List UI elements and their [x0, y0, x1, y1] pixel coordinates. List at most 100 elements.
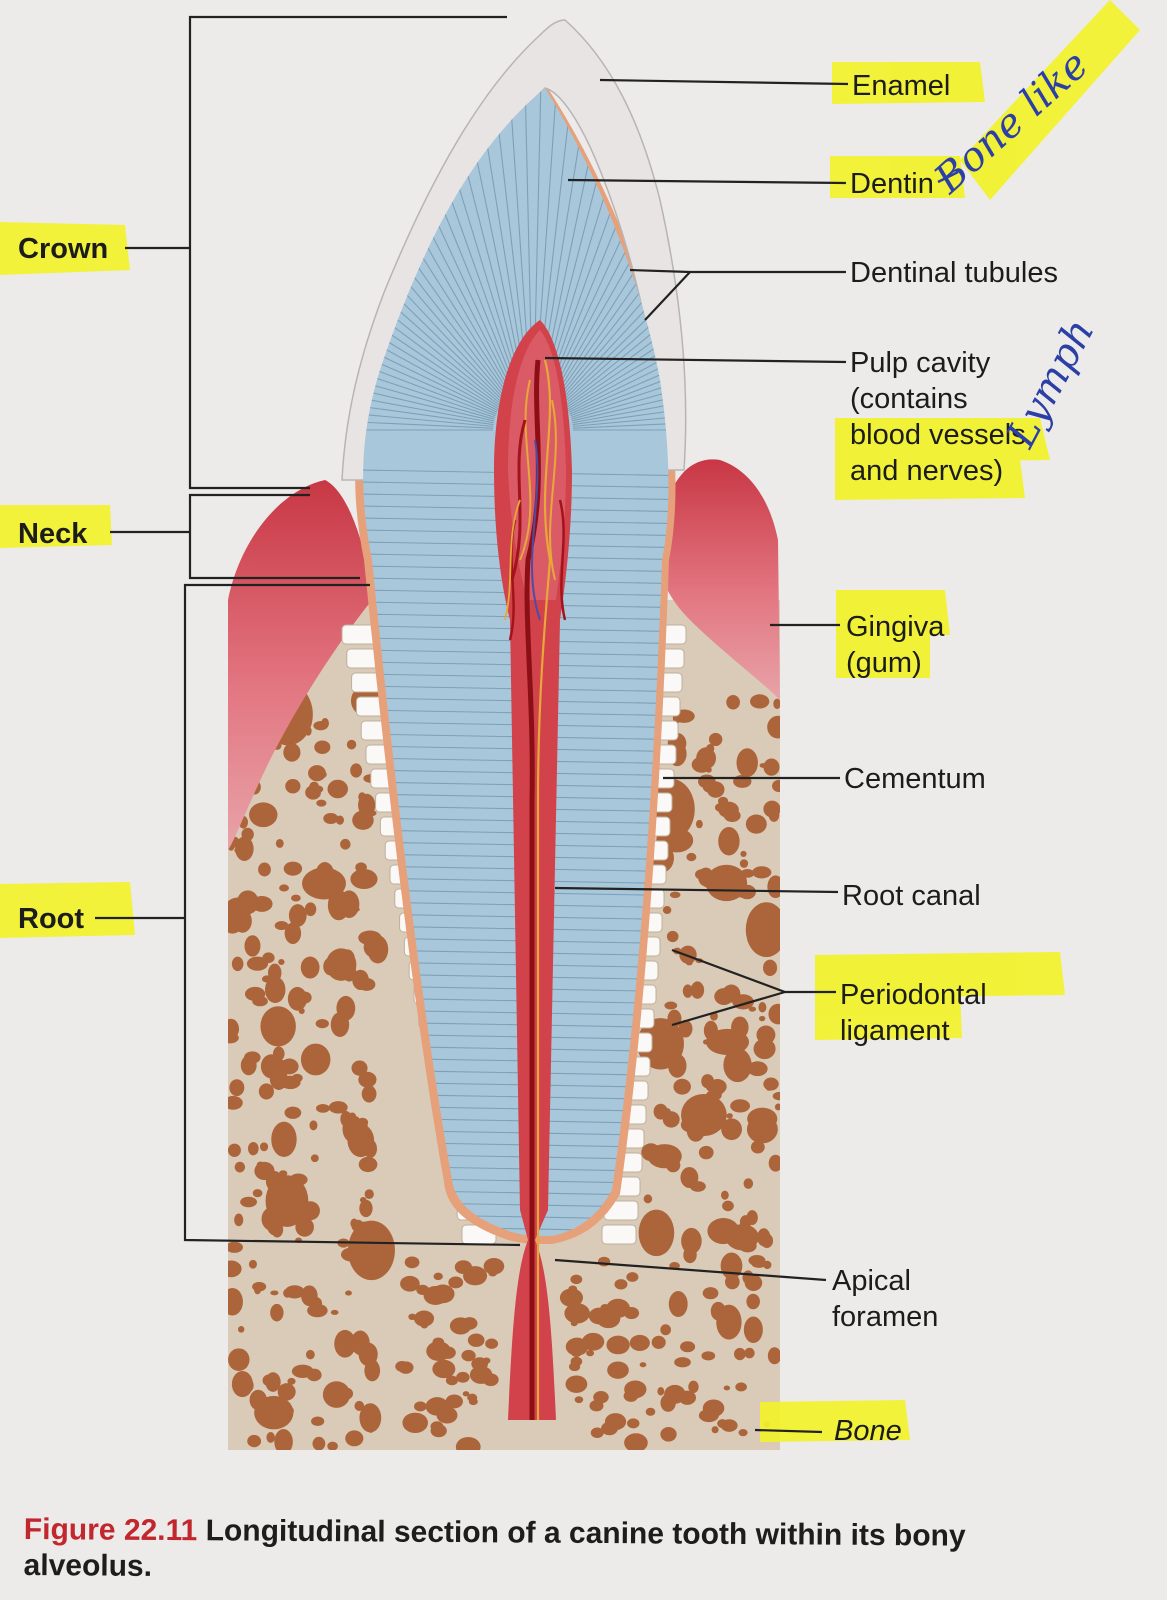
handwritten-lymph: Lymph — [998, 311, 1104, 455]
bone-trabecula — [686, 852, 697, 862]
bone-trabecula — [228, 1260, 242, 1278]
bone-trabecula — [288, 904, 307, 927]
bone-trabecula — [662, 1111, 680, 1128]
bone-trabecula — [681, 1227, 702, 1255]
bone-trabecula — [668, 1291, 688, 1317]
bone-trabecula — [747, 1107, 778, 1130]
bone-trabecula — [335, 815, 344, 825]
bone-trabecula — [445, 1375, 459, 1386]
bone-trabecula — [725, 1274, 740, 1290]
bone-trabecula — [363, 1139, 378, 1158]
bone-trabecula — [739, 859, 749, 868]
bone-trabecula — [760, 868, 770, 876]
bone-trabecula — [657, 1387, 665, 1396]
bone-trabecula — [624, 1433, 648, 1450]
bone-trabecula — [348, 1112, 356, 1120]
bone-trabecula — [309, 1120, 318, 1131]
bone-trabecula — [749, 694, 770, 709]
bone-trabecula — [272, 1046, 285, 1061]
bone-trabecula — [738, 889, 746, 898]
bone-trabecula — [762, 959, 778, 977]
bone-trabecula — [274, 921, 289, 931]
structure-labels: Enamel Dentin Dentinal tubules Pulp cavi… — [18, 70, 1058, 1447]
bone-trabecula — [651, 1335, 666, 1349]
bone-trabecula — [763, 758, 780, 776]
blood-vessels-and-nerves — [504, 359, 567, 1420]
bone-trabecula — [228, 1018, 240, 1040]
bone-trabecula — [358, 1156, 378, 1173]
bone-trabecula — [278, 1170, 288, 1177]
label-gingiva: Gingiva — [846, 611, 945, 643]
bone-trabecula — [234, 1161, 246, 1173]
bone-trabecula — [436, 1406, 458, 1424]
bone-trabecula — [430, 1421, 444, 1432]
bone-trabecula — [673, 1078, 691, 1095]
bone-trabecula — [593, 1391, 609, 1404]
bone-trabecula — [357, 977, 376, 991]
bone-trabecula — [682, 984, 693, 998]
bone-trabecula — [228, 1241, 243, 1253]
bone-trabecula — [306, 1368, 322, 1382]
bone-trabecula — [252, 1189, 263, 1198]
bone-trabecula — [772, 1091, 780, 1101]
bone-trabecula — [291, 894, 301, 902]
label-pulp-cavity-2: (contains — [850, 383, 968, 415]
bone-trabecula — [720, 1419, 738, 1432]
bone-trabecula — [338, 890, 360, 919]
bone-trabecula — [283, 743, 301, 762]
bone-trabecula — [295, 1217, 314, 1237]
bone-trabecula — [638, 1209, 675, 1257]
bone-trabecula — [304, 902, 317, 917]
bone-trabecula — [747, 1061, 768, 1077]
bone-trabecula — [702, 1399, 725, 1417]
bone-trabecula — [414, 1401, 427, 1412]
bone-trabecula — [772, 779, 780, 793]
bone-trabecula — [645, 1407, 656, 1416]
bone-trabecula — [270, 1303, 284, 1322]
bone-trabecula — [482, 1373, 499, 1387]
bone-trabecula — [607, 1361, 629, 1379]
bone-trabecula — [277, 1383, 296, 1401]
bone-trabecula — [228, 1095, 243, 1110]
bone-trabecula — [364, 1189, 374, 1200]
bone-trabecula — [291, 1073, 303, 1083]
dentinal-tubule — [363, 294, 496, 417]
dentinal-tubule — [363, 394, 494, 427]
bone-trabecula — [748, 1006, 757, 1012]
bone-trabecula — [662, 906, 672, 915]
bone-trabecula — [677, 804, 684, 811]
dentinal-tubule — [572, 412, 669, 429]
label-apical: Apical — [832, 1265, 911, 1297]
bone-trabecula — [351, 1060, 368, 1076]
label-pulp-cavity-1: Pulp cavity — [850, 347, 991, 379]
dentinal-tubule — [563, 189, 669, 406]
dentinal-tubule — [571, 343, 669, 422]
bone-trabecula — [293, 1109, 300, 1116]
bone-trabecula — [728, 881, 738, 889]
bone-trabecula — [402, 1412, 428, 1434]
bone-trabecula — [742, 1270, 754, 1285]
bone-trabecula — [244, 986, 266, 1002]
highlighter-marks — [0, 0, 1140, 1442]
bone-trabecula — [767, 875, 780, 899]
dentinal-tubule — [363, 343, 495, 422]
bone-trabecula — [261, 1207, 283, 1231]
dentinal-tubule — [571, 326, 669, 420]
bone-trabecula — [606, 1298, 630, 1318]
bone-trabecula — [705, 864, 748, 902]
bone-trabecula — [350, 869, 378, 890]
bone-trabecula — [758, 1015, 766, 1022]
bone-trabecula — [766, 1086, 773, 1091]
bone-trabecula — [268, 963, 282, 982]
dentinal-tubule — [363, 360, 494, 424]
bone-trabecula — [701, 1351, 716, 1361]
bone-trabecula — [768, 1003, 780, 1025]
bone-trabecula — [445, 1394, 463, 1409]
bone-trabecula — [266, 1431, 275, 1443]
bone-trabecula — [359, 1196, 367, 1204]
bone-trabecula — [345, 1430, 364, 1447]
bone-trabecula — [448, 1276, 464, 1289]
bone-trabecula — [346, 739, 357, 750]
bone-trabecula — [358, 1071, 377, 1088]
